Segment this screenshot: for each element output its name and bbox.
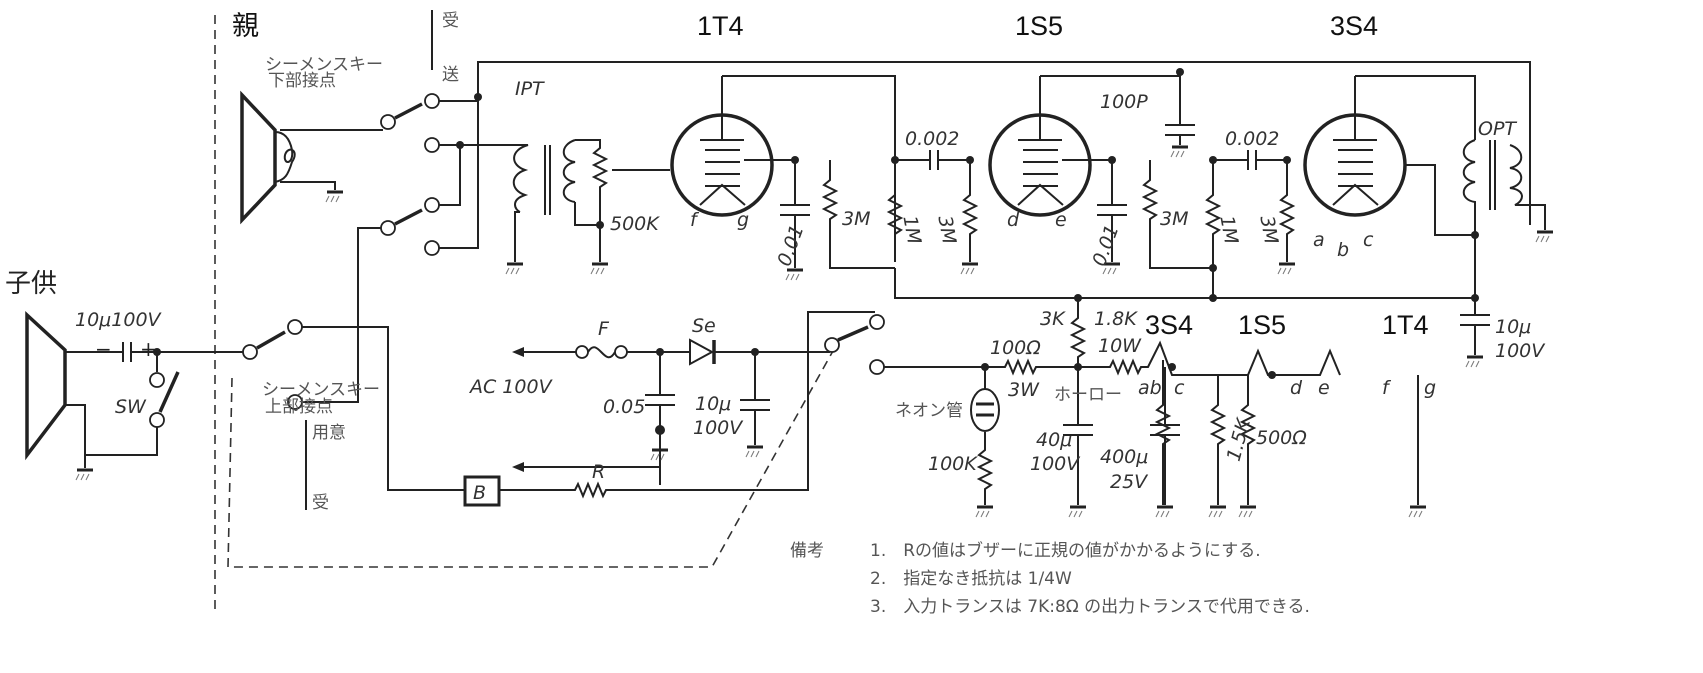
- pin-e: e: [1055, 209, 1067, 231]
- child-cap-label: 10μ100V: [75, 309, 163, 331]
- note-item: 3. 入力トランスは 7K:8Ω の出力トランスで代用できる.: [870, 597, 1310, 617]
- cap-100p-label: 100P: [1100, 91, 1148, 113]
- child-speaker-icon: [25, 311, 158, 482]
- volume-pot-label: 500K: [610, 213, 660, 235]
- res-3k-label: 3K: [1040, 308, 1066, 330]
- selenium-rectifier-icon: [689, 338, 716, 366]
- res-100ohm-watt: 3W: [1008, 379, 1040, 401]
- fuse-icon: [575, 345, 628, 359]
- input-transformer-icon: [460, 139, 610, 276]
- recv-label: 受: [442, 11, 459, 31]
- filament-3s4-label: 3S4: [1145, 310, 1193, 340]
- res-3m-3-label: 3M: [1255, 214, 1282, 246]
- note-item: 1. Rの値はブザーに正規の値がかかるようにする.: [870, 540, 1261, 561]
- notes-heading: 備考: [790, 541, 824, 561]
- cap-10u-label: 10μ: [695, 393, 731, 415]
- opt-label: OPT: [1478, 118, 1517, 140]
- res-100k-label: 100K: [928, 453, 978, 475]
- pin-g: g: [737, 209, 749, 231]
- res-3m-2-label: 3M: [1160, 208, 1188, 230]
- child-call-switch[interactable]: [149, 371, 180, 428]
- tube-1t4-label: 1T4: [697, 11, 744, 41]
- res-500ohm-label: 500Ω: [1256, 427, 1307, 449]
- res-1.8k-watt: 10W: [1098, 335, 1142, 357]
- neon-lamp-icon: [970, 388, 1000, 432]
- cap-10u-voltage: 100V: [693, 417, 744, 439]
- sw-label: SW: [115, 396, 147, 418]
- cap-400u-voltage: 25V: [1110, 471, 1149, 493]
- note-item: 2. 指定なき抵抗は 1/4W: [870, 569, 1072, 589]
- fil-pin-e: e: [1318, 377, 1330, 399]
- resistor-r-label: R: [592, 461, 605, 483]
- child-label: 子供: [5, 269, 57, 299]
- neon-label: ネオン管: [895, 401, 963, 421]
- res-1.5k-label: 1.5K: [1223, 415, 1256, 463]
- res-3m-label: 3M: [842, 208, 870, 230]
- pin-c: c: [1363, 229, 1374, 251]
- filament-1s5-label: 1S5: [1238, 310, 1286, 340]
- enamel-label: ホーロー: [1054, 385, 1122, 405]
- res-1.8k-label: 1.8K: [1094, 308, 1138, 330]
- fil-pin-f: f: [1382, 377, 1392, 399]
- tube-3s4-icon: [1303, 75, 1476, 236]
- res-1m-2-label: 1M: [1215, 214, 1242, 246]
- coupling-cap-2-label: 0.002: [1225, 128, 1279, 150]
- pin-f: f: [690, 209, 700, 231]
- siemens-upper-label: シーメンスキー: [262, 380, 380, 400]
- fuse-label: F: [598, 318, 610, 340]
- fil-pin-ab: ab: [1138, 377, 1162, 399]
- recv-bottom-label: 受: [312, 493, 329, 513]
- cap-0.05-label: 0.05: [603, 396, 645, 418]
- cap-minus: −: [95, 337, 112, 361]
- fil-pin-d: d: [1290, 377, 1303, 399]
- power-switch[interactable]: [824, 314, 885, 353]
- siemens-lower-label: シーメンスキー: [265, 55, 383, 75]
- cap-0.01-2-label: 0.01: [1088, 222, 1123, 269]
- pin-b: b: [1337, 239, 1349, 261]
- cap-plus: +: [140, 337, 157, 361]
- siemens-upper-label-2: 上部接点: [265, 397, 333, 417]
- out-cap-label: 10μ: [1495, 316, 1531, 338]
- cap-40u-voltage: 100V: [1030, 453, 1081, 475]
- cap-40u-label: 40μ: [1036, 429, 1072, 451]
- buzzer-label: B: [473, 482, 486, 504]
- cap-0.01-label: 0.01: [773, 222, 808, 269]
- pin-d: d: [1007, 209, 1020, 231]
- mechanical-link: [227, 341, 839, 568]
- siemens-key-lower[interactable]: [380, 93, 440, 256]
- res-1m-label: 1M: [898, 214, 925, 246]
- res-3m-grid-label: 3M: [933, 214, 960, 246]
- tube-1t4-icon: [670, 75, 896, 262]
- se-label: Se: [692, 315, 716, 337]
- ac-label: AC 100V: [468, 376, 554, 398]
- tube-1s5-label: 1S5: [1015, 11, 1063, 41]
- output-transformer-icon: [1462, 139, 1555, 298]
- fil-pin-c: c: [1174, 377, 1185, 399]
- pin-a: a: [1313, 229, 1325, 251]
- siemens-lower-label-2: 下部接点: [268, 71, 336, 91]
- siemens-key-upper[interactable]: [242, 319, 303, 410]
- cap-400u-label: 400μ: [1100, 446, 1148, 468]
- ready-label: 用意: [312, 423, 346, 443]
- parent-speaker-icon: [240, 90, 383, 225]
- res-100ohm-label: 100Ω: [990, 337, 1041, 359]
- tube-3s4-label: 3S4: [1330, 11, 1378, 41]
- parent-label: 親: [232, 11, 259, 41]
- input-terminal: [869, 359, 885, 375]
- coupling-cap-label: 0.002: [905, 128, 959, 150]
- ipt-label: IPT: [515, 78, 545, 100]
- fil-pin-g: g: [1424, 377, 1436, 399]
- filament-1t4-label: 1T4: [1382, 310, 1429, 340]
- send-label: 送: [442, 65, 459, 85]
- out-cap-voltage: 100V: [1495, 340, 1546, 362]
